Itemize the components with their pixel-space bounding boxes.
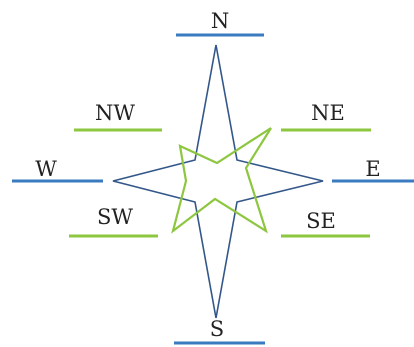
southwest-label: SW — [97, 205, 133, 229]
northwest-label: NW — [95, 101, 135, 125]
east-label: E — [365, 157, 380, 181]
northeast-label: NE — [311, 101, 345, 125]
south-label: S — [210, 317, 224, 341]
southeast-label: SE — [306, 209, 336, 233]
inner-star — [171, 127, 272, 234]
west-label: W — [35, 157, 57, 181]
north-label: N — [211, 9, 229, 33]
outer-star — [112, 44, 324, 319]
